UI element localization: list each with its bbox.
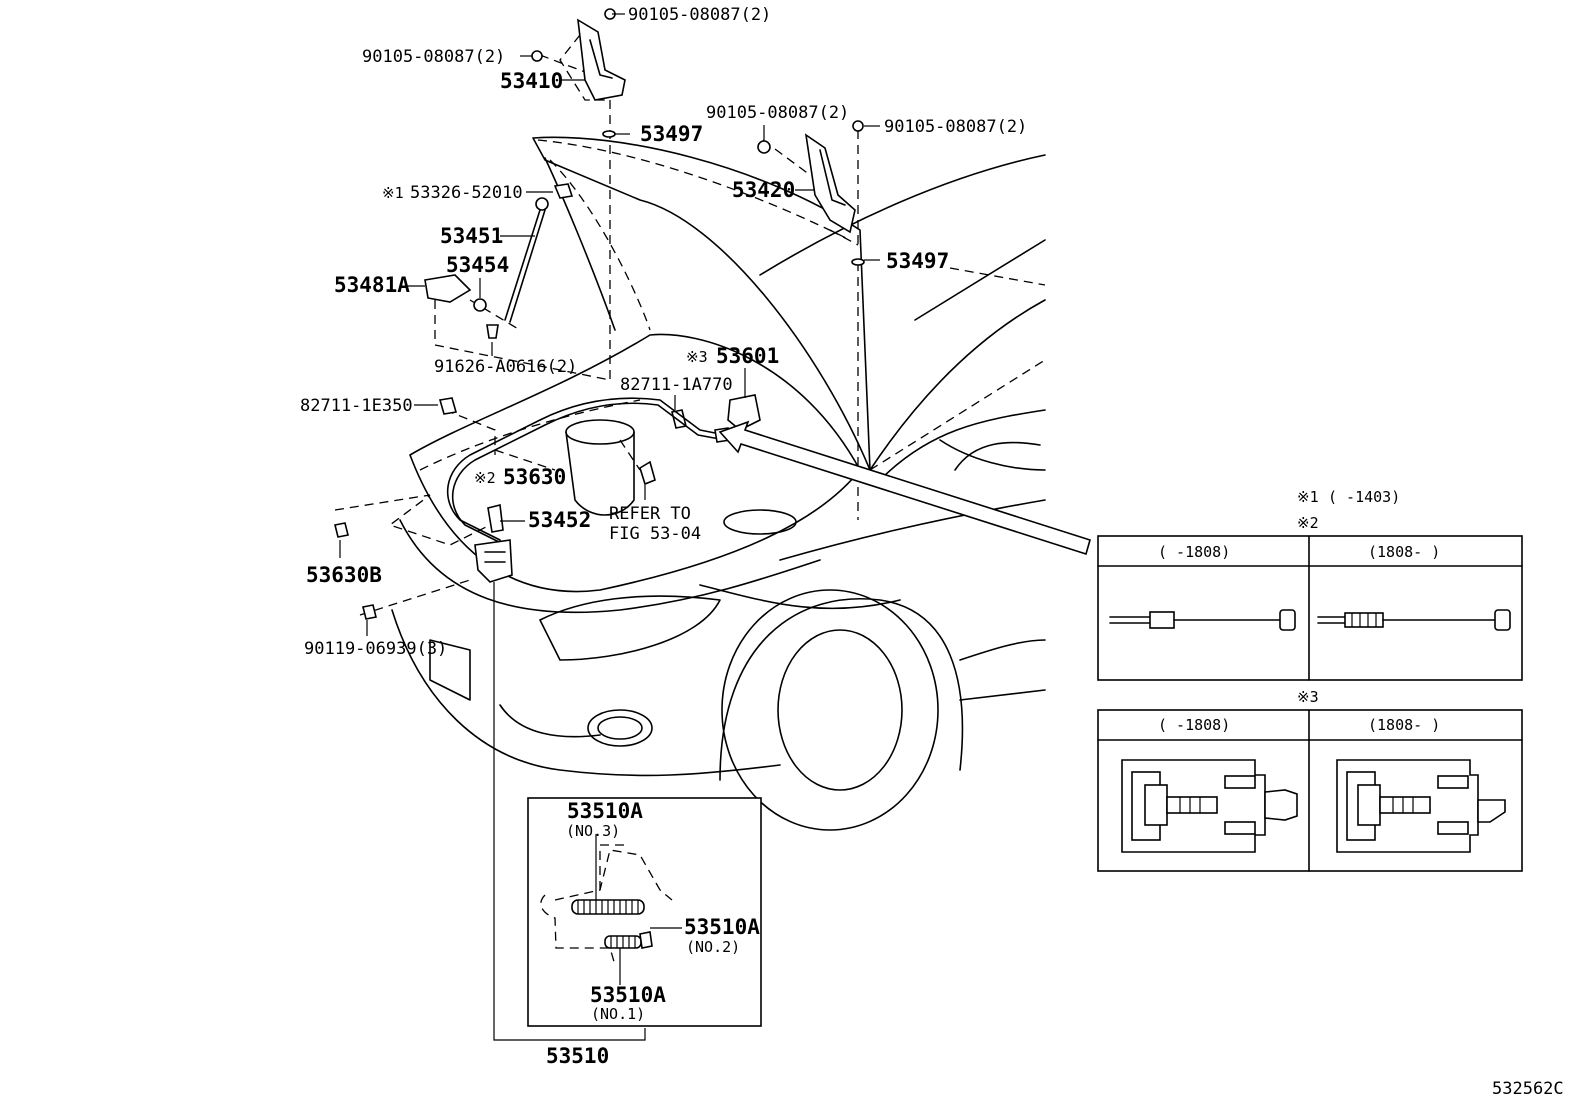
spring-no1-no2 bbox=[604, 931, 653, 949]
cable-end-old bbox=[1109, 609, 1296, 631]
label-release-cable: 53630 bbox=[503, 465, 566, 489]
spring-no3 bbox=[571, 899, 645, 915]
label-release-lever: 53601 bbox=[716, 344, 779, 368]
hood-support-rod bbox=[424, 183, 574, 339]
note2-mark: ※2 bbox=[1297, 514, 1319, 532]
hood-lock-part bbox=[334, 504, 513, 620]
label-spring-no1: 53510A bbox=[590, 983, 666, 1007]
label-spring-no2-sub: (NO.2) bbox=[686, 938, 740, 956]
cable-end-new bbox=[1317, 609, 1511, 631]
label-cushion-lh: 53497 bbox=[640, 122, 703, 146]
hinge-rh-part bbox=[757, 120, 865, 266]
label-lock-assy: 53510 bbox=[546, 1044, 609, 1068]
release-lever-old bbox=[1121, 759, 1298, 853]
leader-lines bbox=[339, 13, 1046, 1041]
label-rod-holder: 53481A bbox=[334, 273, 410, 297]
note-1: ※1 ( -1403) bbox=[1297, 488, 1400, 506]
note3-mark: ※3 bbox=[1297, 688, 1319, 706]
label-holder-screw: 91626-A0616(2) bbox=[434, 357, 577, 377]
note3-col-right: (1808- ) bbox=[1368, 716, 1440, 734]
release-lever-new bbox=[1336, 759, 1506, 853]
note1-range: ( -1403) bbox=[1328, 488, 1400, 506]
note3-col-left: ( -1808) bbox=[1158, 716, 1230, 734]
callout-arrow bbox=[718, 420, 1091, 556]
label-spring-no3: 53510A bbox=[567, 799, 643, 823]
note2-col-left: ( -1808) bbox=[1158, 543, 1230, 561]
label-support-rod: 53451 bbox=[440, 224, 503, 248]
label-refer-line2: FIG 53-04 bbox=[609, 524, 701, 544]
label-hinge-bolt-top: 90105-08087(2) bbox=[628, 5, 771, 25]
lock-detail-box: 53510A (NO.3) 53510A (NO.2) 53510A (NO.1… bbox=[527, 797, 762, 1027]
label-spring-no2: 53510A bbox=[684, 915, 760, 939]
label-lock-screw: 90119-06939(3) bbox=[304, 639, 447, 659]
note-3-table: ※3 ( -1808) (1808- ) bbox=[1097, 688, 1523, 872]
label-rod-grommet: 53454 bbox=[446, 253, 509, 277]
label-hinge-rh: 53420 bbox=[732, 178, 795, 202]
label-cable-clamp-b: 53630B bbox=[306, 563, 382, 587]
hinge-lh-part bbox=[531, 8, 626, 138]
note2-col-right: (1808- ) bbox=[1368, 543, 1440, 561]
label-spring-no1-sub: (NO.1) bbox=[591, 1005, 645, 1023]
note1-mark: ※1 bbox=[1297, 488, 1319, 506]
note-2-table: ※2 ( -1808) (1808- ) bbox=[1097, 514, 1523, 681]
part-labels: 90105-08087(2) 90105-08087(2) 53410 5349… bbox=[300, 5, 1564, 1099]
label-hinge-bolt-rh-right: 90105-08087(2) bbox=[884, 117, 1027, 137]
label-clamp-left: 82711-1E350 bbox=[300, 396, 413, 416]
label-release-cable-mark: ※2 bbox=[474, 469, 496, 487]
label-cushion-rh: 53497 bbox=[886, 249, 949, 273]
label-hinge-bolt-rh-left: 90105-08087(2) bbox=[706, 103, 849, 123]
label-clamp-right: 82711-1A770 bbox=[620, 375, 733, 395]
label-lock-bolt: 53452 bbox=[528, 508, 591, 532]
label-support-clip-mark: ※1 bbox=[382, 184, 404, 202]
label-refer-line1: REFER TO bbox=[609, 504, 691, 524]
label-support-clip: 53326-52010 bbox=[410, 183, 523, 203]
label-hinge-lh: 53410 bbox=[500, 69, 563, 93]
label-release-lever-mark: ※3 bbox=[686, 348, 708, 366]
footer-code: 532562C bbox=[1492, 1079, 1564, 1099]
label-spring-no3-sub: (NO.3) bbox=[566, 822, 620, 840]
label-hinge-bolt-left: 90105-08087(2) bbox=[362, 47, 505, 67]
vehicle-outline bbox=[391, 136, 1046, 831]
assembly-lines bbox=[334, 34, 859, 616]
